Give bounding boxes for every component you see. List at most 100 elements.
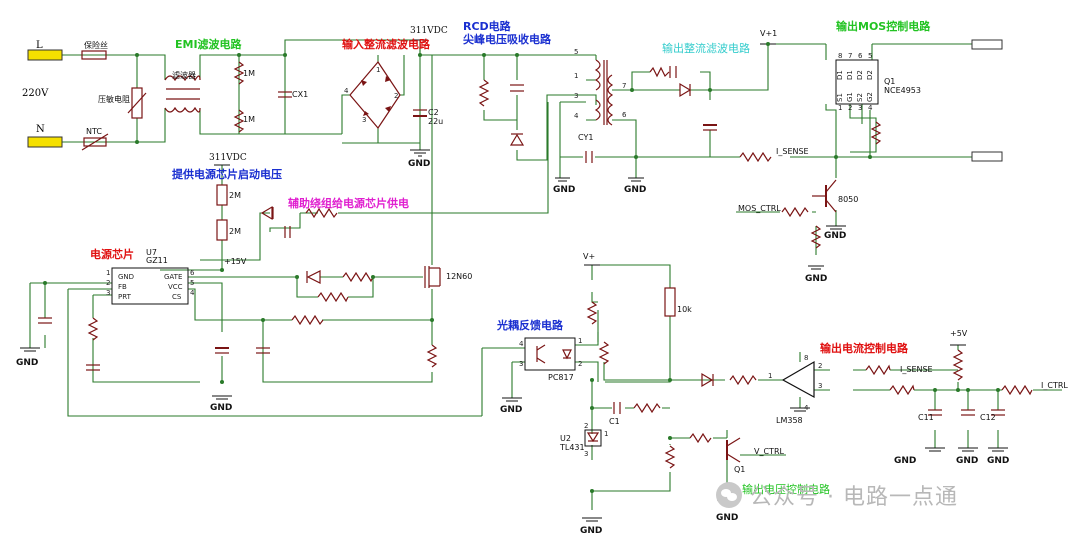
gnd-8050 xyxy=(826,225,846,230)
label-5v: +5V xyxy=(950,329,968,338)
resistor-mos-ctrl xyxy=(781,206,809,218)
gnd-label-9: GND xyxy=(580,526,602,536)
mos-pin-num-8: 8 xyxy=(838,52,842,60)
gnd-output xyxy=(628,177,644,182)
mos-pin-num-7: 7 xyxy=(848,52,852,60)
label-c2: C2 xyxy=(428,108,439,117)
bridge-pin-1: 1 xyxy=(376,66,380,74)
varistor xyxy=(131,87,143,119)
capacitor-cx1 xyxy=(278,91,292,98)
title-rcd-sub: 尖峰电压吸收电路 xyxy=(463,32,552,46)
title-aux: 辅助绕组给电源芯片供电 xyxy=(288,196,409,210)
label-u2: U2 xyxy=(560,434,571,443)
gnd-vcc xyxy=(212,395,232,400)
rcd-capacitor xyxy=(510,84,524,92)
label-lm358: LM358 xyxy=(776,416,803,425)
transistor-8050 xyxy=(812,179,837,213)
resistor-gate xyxy=(342,271,374,283)
label-c2-val: 22u xyxy=(428,117,443,126)
bridge-pin-2: 2 xyxy=(394,92,398,100)
opamp-output-diode xyxy=(701,372,714,388)
bridge-pin-4: 4 xyxy=(344,87,349,95)
label-cy1: CY1 xyxy=(578,133,593,142)
junction-dots xyxy=(43,42,1000,493)
capacitor-aux xyxy=(284,226,291,238)
label-r2m-b: 2M xyxy=(229,227,241,236)
capacitor-vcc-2 xyxy=(256,347,270,354)
bridge-pin-3: 3 xyxy=(362,116,366,124)
gnd-label-4: GND xyxy=(824,231,846,241)
title-startup: 提供电源芯片启动电压 xyxy=(172,167,282,181)
tl431-box xyxy=(584,429,602,447)
resistor-1m-b xyxy=(233,109,245,133)
resistor-1m-a xyxy=(233,61,245,85)
mos-pin-num-3: 3 xyxy=(858,104,862,112)
transistor-q1-vctrl xyxy=(726,437,741,463)
chip-pin-num-4: 4 xyxy=(190,289,195,297)
title-emi: EMI滤波电路 xyxy=(175,37,243,51)
fuse xyxy=(81,50,107,60)
title-voltage-ctrl: 输出电压控制电路 xyxy=(742,482,830,496)
gnd-c11 xyxy=(958,447,978,452)
capacitor-c-isense xyxy=(928,409,942,416)
chip-pin-num-2: 2 xyxy=(106,279,110,287)
gnd-c12 xyxy=(988,447,1008,452)
chip-pin-num-3: 3 xyxy=(106,289,110,297)
label-r1m-a: 1M xyxy=(243,69,255,78)
chip-pin-left-1: GND xyxy=(118,273,134,281)
output-terminal-top xyxy=(971,39,1003,50)
title-output-filter: 输出整流滤波电路 xyxy=(662,41,750,55)
section-titles: EMI滤波电路 输入整流滤波电路 RCD电路 尖峰电压吸收电路 输出整流滤波电路… xyxy=(90,19,931,496)
gnd-opamp xyxy=(790,407,810,412)
title-rectifier: 输入整流滤波电路 xyxy=(342,37,431,51)
opto-pin-4: 4 xyxy=(519,340,524,348)
resistor-5v-divider xyxy=(952,349,964,381)
capacitor-output-bulk xyxy=(703,124,717,131)
terminal-N xyxy=(27,136,63,148)
label-c12: C12 xyxy=(980,413,996,422)
tl431-pin-2: 2 xyxy=(584,422,588,430)
resistor-10k xyxy=(664,287,676,317)
label-q1: Q1 xyxy=(884,77,895,86)
capacitor-prt xyxy=(86,364,100,371)
power-chip-gz11 xyxy=(111,267,189,305)
label-cx1: CX1 xyxy=(292,90,308,99)
chip-pin-num-1: 1 xyxy=(106,269,110,277)
xfmr-pin-3: 3 xyxy=(574,92,578,100)
opto-led xyxy=(562,349,572,360)
opto-pin-2: 2 xyxy=(578,360,582,368)
chip-pin-left-2: FB xyxy=(118,283,127,291)
gnd-8050-bias xyxy=(808,265,824,270)
resistor-ictrl xyxy=(1001,384,1033,396)
resistor-q1-gate xyxy=(870,121,882,145)
label-r2m-a: 2M xyxy=(229,191,241,200)
title-rcd: RCD电路 xyxy=(463,19,512,33)
mos-pin-bottom-2: S2 xyxy=(856,93,864,102)
xfmr-pin-4: 4 xyxy=(574,112,579,120)
mos-pin-top-1: D1 xyxy=(846,70,854,80)
label-gz11: GZ11 xyxy=(146,256,168,265)
mos-pin-top-2: D2 xyxy=(856,70,864,80)
ground-symbols xyxy=(20,39,1008,522)
capacitor-vcc xyxy=(215,347,229,354)
misc-pin-numbers: 5 1 3 4 7 6 8 2 3 1 4 4 3 1 2 2 3 1 1 2 … xyxy=(344,48,822,458)
capacitor-c11 xyxy=(961,409,975,416)
mos-pin-bottom-3: G2 xyxy=(866,92,874,102)
capacitor-c12 xyxy=(991,409,1005,416)
opamp-pin-8: 8 xyxy=(804,354,808,362)
varistor-slash xyxy=(127,92,147,114)
label-u7: U7 xyxy=(146,248,157,257)
opamp-lm358 xyxy=(781,360,815,399)
resistor-q1-base xyxy=(689,432,712,444)
label-r1m-b: 1M xyxy=(243,115,255,124)
label-ntc: NTC xyxy=(86,127,102,136)
gate-diode xyxy=(306,270,321,284)
gnd-label-2: GND xyxy=(553,185,575,195)
resistor-iref-in xyxy=(889,384,915,396)
xfmr-pin-5: 5 xyxy=(574,48,578,56)
resistor-c1-series xyxy=(633,402,661,414)
resistor-isense-in xyxy=(865,364,891,376)
mos-pin-num-2: 2 xyxy=(848,104,852,112)
gnd-label-8: GND xyxy=(500,405,522,415)
